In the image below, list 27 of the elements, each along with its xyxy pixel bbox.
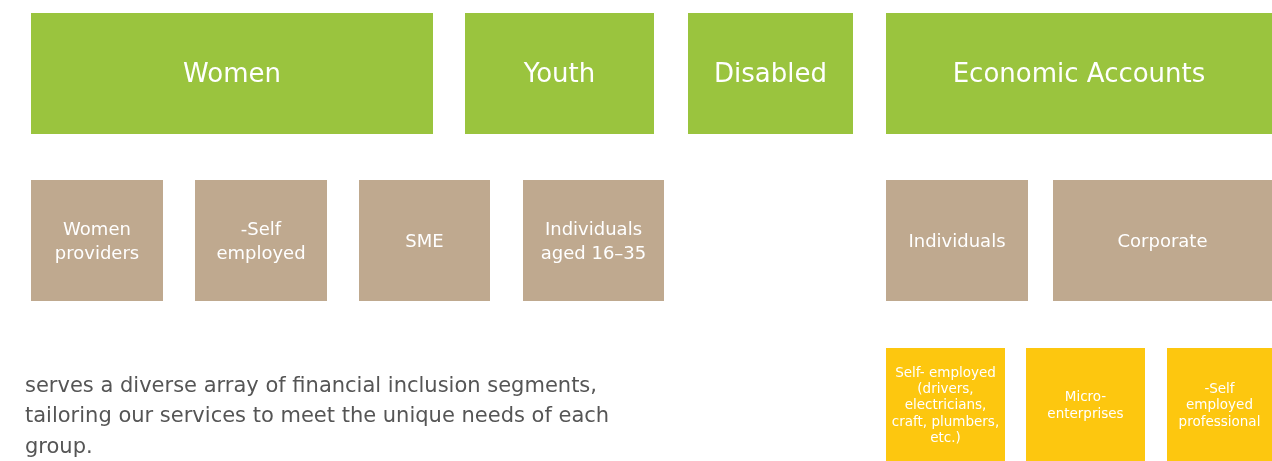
box-label: Corporate [1117,228,1208,253]
segment-box [195,180,327,301]
box-label: Youth [523,57,596,90]
box-label: Self- employed (drivers, electricians, craft, plumbers, etc.) [890,364,1001,445]
box-label: -Self employed [215,217,307,264]
category-box [465,13,654,134]
category-box [688,13,853,134]
box-label: -Self employed professional [1177,380,1262,429]
box-label: SME [405,228,444,253]
box-label: Micro- enterprises [1046,388,1125,421]
segment-box [886,180,1028,301]
box-label: Disabled [714,57,827,90]
box-label: Individuals aged 16–35 [539,217,648,264]
subsegment-box [1167,348,1272,461]
description-text: serves a diverse array of financial inclusion segments, tailoring our services to meet the unique needs of each group. [25,372,611,460]
box-label: Individuals [908,228,1006,253]
box-label: Women [183,57,281,90]
box-label: Economic Accounts [952,57,1206,90]
category-box [31,13,433,134]
segment-box [31,180,163,301]
subsegment-box [1026,348,1145,461]
subsegment-box [886,348,1005,461]
box-label: Women providers [53,217,141,264]
category-box [886,13,1272,134]
segment-box [359,180,490,301]
segment-box [523,180,664,301]
segment-box [1053,180,1272,301]
